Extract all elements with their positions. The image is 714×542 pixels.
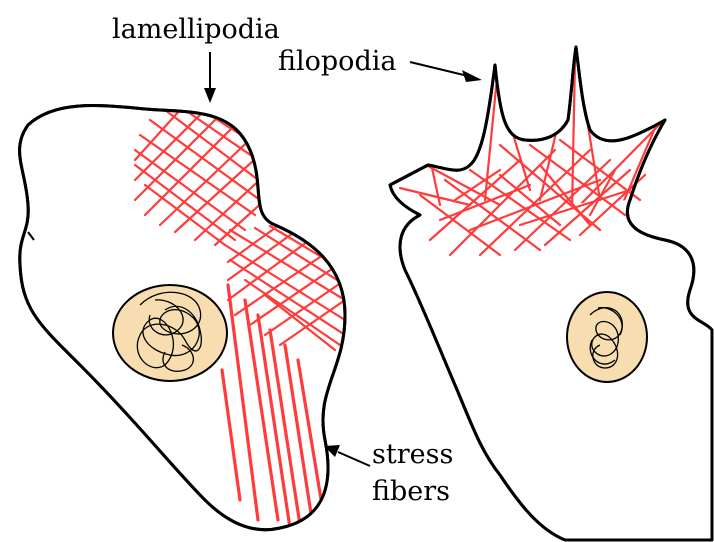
- label-stress-line1: stress: [372, 439, 453, 470]
- label-stress-line2: fibers: [372, 476, 450, 507]
- stress-fibers-arrow: [324, 445, 370, 466]
- left-nucleus: [113, 285, 227, 381]
- lamellipodia-cell: [20, 105, 345, 529]
- lamellipodia-arrow: [204, 52, 216, 103]
- label-lamellipodia: lamellipodia: [112, 14, 280, 45]
- filopodia-arrow: [410, 62, 482, 82]
- label-filopodia: filopodia: [278, 46, 396, 77]
- right-nucleus: [567, 292, 647, 382]
